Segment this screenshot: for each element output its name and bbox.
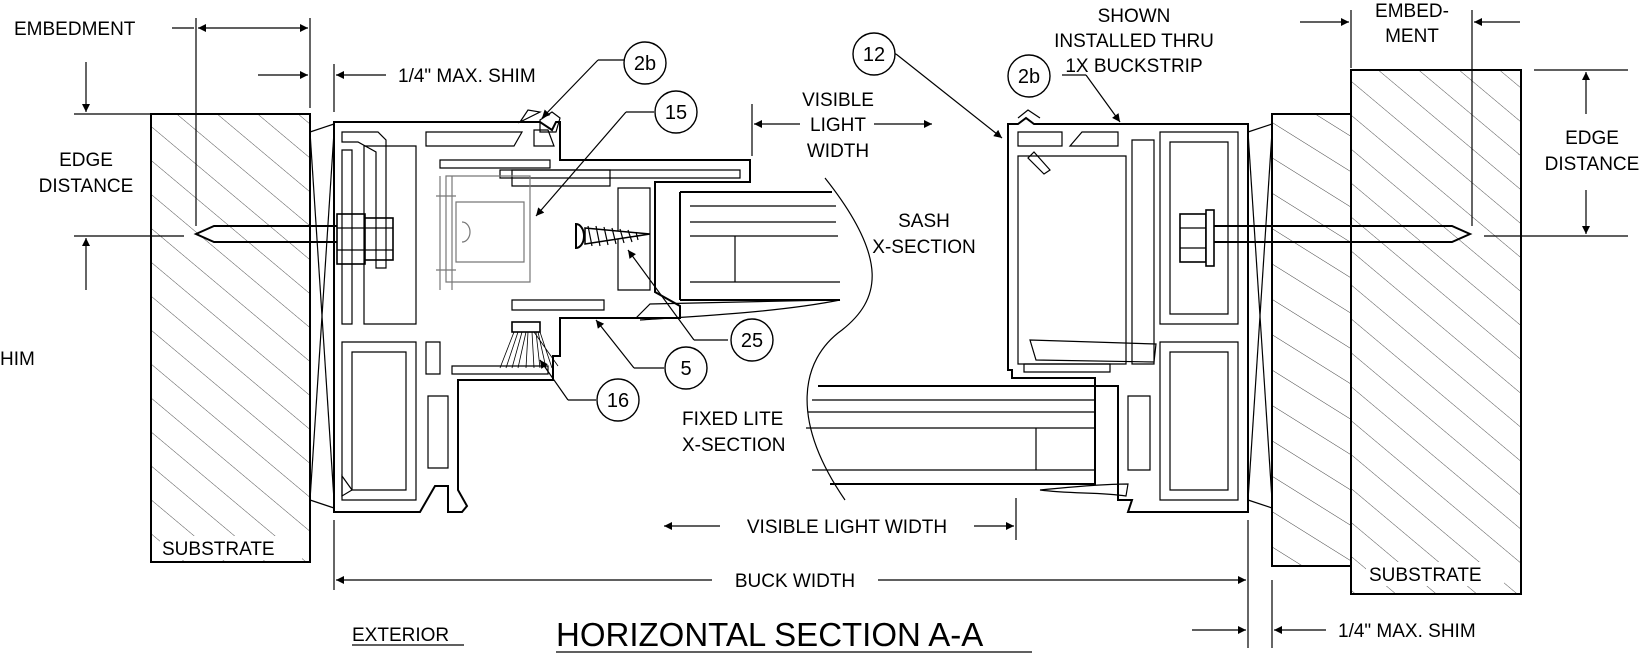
fixed-lite-line2: X-SECTION [682, 435, 785, 456]
shim-right-label: 1/4" MAX. SHIM [1338, 621, 1476, 642]
visible-light-line1: VISIBLE [802, 90, 874, 111]
left-frame-extrusion [333, 109, 751, 513]
right-substrate-label: SUBSTRATE [1369, 565, 1482, 586]
visible-light-line3: WIDTH [807, 141, 869, 162]
fixed-lite-glass [806, 385, 1096, 485]
brush-weatherstrip [499, 321, 559, 369]
edge-right-line1: EDGE [1565, 128, 1619, 149]
sash-glass [635, 191, 841, 321]
embedment-label: EMBEDMENT [14, 19, 136, 40]
edge-left-line1: EDGE [59, 150, 113, 171]
svg-text:25: 25 [741, 330, 763, 352]
sash-line1: SASH [898, 211, 950, 232]
callout-2b-right: 2b [1007, 54, 1051, 98]
svg-text:15: 15 [665, 102, 687, 124]
sash-line2: X-SECTION [872, 237, 975, 258]
shown-line1: SHOWN [1098, 6, 1171, 27]
edge-right-line2: DISTANCE [1545, 154, 1639, 175]
right-substrate: SUBSTRATE [1350, 69, 1522, 595]
shim-left-label: 1/4" MAX. SHIM [398, 66, 536, 87]
svg-text:5: 5 [680, 358, 691, 380]
left-shim [309, 123, 335, 509]
left-anchor [193, 213, 394, 265]
left-substrate-label: SUBSTRATE [162, 539, 275, 560]
right-buckstrip [1271, 113, 1352, 567]
edge-left-line2: DISTANCE [39, 176, 134, 197]
break-line [806, 177, 873, 501]
visible-light-line2: LIGHT [810, 115, 866, 136]
left-substrate: SUBSTRATE [150, 113, 311, 563]
dimensions [74, 10, 1628, 648]
callout-25: 25 [730, 318, 774, 362]
callout-5: 5 [664, 346, 708, 390]
svg-text:12: 12 [863, 44, 885, 66]
buck-width-label: BUCK WIDTH [735, 571, 855, 592]
exterior-label: EXTERIOR [352, 625, 449, 646]
embed-right-line1: EMBED- [1375, 1, 1449, 22]
callout-2b-left: 2b [623, 41, 667, 85]
callout-15: 15 [654, 90, 698, 134]
right-shim [1247, 123, 1273, 509]
callout-16: 16 [596, 378, 640, 422]
svg-text:2b: 2b [634, 53, 656, 75]
fixed-lite-line1: FIXED LITE [682, 409, 783, 430]
right-anchor [1179, 209, 1473, 267]
callout-12: 12 [852, 32, 896, 76]
callout-leaders [535, 53, 1121, 401]
right-frame-extrusion [1007, 109, 1249, 513]
shown-line2: INSTALLED THRU [1054, 31, 1214, 52]
left-thermal-break [436, 175, 531, 290]
visible-light-width-label: VISIBLE LIGHT WIDTH [747, 517, 947, 538]
drawing-title: HORIZONTAL SECTION A-A [556, 616, 983, 653]
svg-text:16: 16 [607, 390, 629, 412]
sash-screw [575, 222, 651, 250]
svg-text:2b: 2b [1018, 66, 1040, 88]
embed-right-line2: MENT [1385, 26, 1439, 47]
shown-line3: 1X BUCKSTRIP [1065, 56, 1202, 77]
shim-cut-label: HIM [0, 349, 35, 370]
